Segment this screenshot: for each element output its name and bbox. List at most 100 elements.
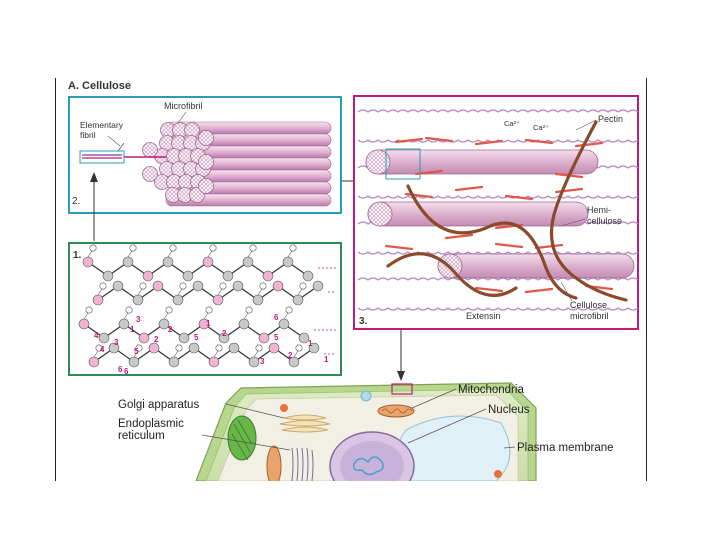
hydrogen-atom	[296, 345, 302, 351]
oxygen-atom	[269, 343, 279, 353]
oxygen-atom	[89, 357, 99, 367]
hydrogen-atom	[286, 307, 292, 313]
fibril-end	[199, 179, 214, 194]
carbon-atom	[129, 357, 139, 367]
oxygen-atom	[213, 295, 223, 305]
fibril-end	[143, 167, 158, 182]
oxygen-atom	[263, 271, 273, 281]
mitochondrion	[378, 405, 414, 417]
carbon-number: 1	[324, 355, 329, 364]
label-cellulose-microfibril-2: microfibril	[570, 311, 609, 321]
hydrogen-atom	[256, 345, 262, 351]
carbon-atom	[163, 257, 173, 267]
label-microfibril: Microfibril	[164, 101, 203, 111]
oxygen-atom	[139, 333, 149, 343]
panel-3-cell-wall: Ca²⁺ Ca²⁺ Pectin Hemi- cellulose Extensi…	[354, 96, 638, 329]
carbon-number: 2	[154, 335, 159, 344]
carbon-atom	[293, 295, 303, 305]
carbon-atom	[183, 271, 193, 281]
label-mitochondria: Mitochondria	[458, 384, 524, 396]
microfibril-end	[368, 202, 392, 226]
oxygen-atom	[93, 295, 103, 305]
label-er-1: Endoplasmic	[118, 418, 184, 430]
elementary-fibril-box	[80, 151, 124, 163]
carbon-number: 6	[274, 313, 279, 322]
panel-2-number: 2.	[72, 196, 80, 207]
oxygen-atom	[259, 333, 269, 343]
carbon-atom	[249, 357, 259, 367]
label-hemicellulose-1: Hemi-	[587, 205, 611, 215]
label-cellulose-microfibril-1: Cellulose	[570, 300, 607, 310]
oxygen-atom	[79, 319, 89, 329]
oxygen-atom	[143, 271, 153, 281]
label-golgi: Golgi apparatus	[118, 399, 199, 411]
carbon-atom	[119, 319, 129, 329]
label-ca-1: Ca²⁺	[504, 119, 520, 128]
carbon-number: 2	[288, 351, 293, 360]
panel-2-microfibril: Microfibril Elementary fibril 2.	[69, 97, 341, 213]
carbon-number: 3	[114, 338, 119, 347]
oxygen-atom	[209, 357, 219, 367]
golgi-apparatus	[280, 415, 330, 432]
carbon-atom	[233, 281, 243, 291]
fibril-end	[199, 131, 214, 146]
hydrogen-atom	[206, 307, 212, 313]
hydrogen-atom	[100, 283, 106, 289]
carbon-atom	[123, 257, 133, 267]
carbon-atom	[193, 281, 203, 291]
carbon-number: 4	[100, 345, 105, 354]
carbon-atom	[283, 257, 293, 267]
panel-3-number: 3.	[359, 316, 368, 327]
carbon-atom	[133, 295, 143, 305]
panel-1-cellulose-chains: 1. 4613253162534562121	[69, 243, 341, 376]
carbon-number: 5	[274, 333, 279, 342]
carbon-atom	[173, 295, 183, 305]
carbon-number: 6	[118, 365, 123, 374]
carbon-number: 6	[124, 367, 129, 376]
hydrogen-atom	[140, 283, 146, 289]
oxygen-atom	[203, 257, 213, 267]
label-extensin: Extensin	[466, 311, 501, 321]
carbon-number: 4	[94, 331, 99, 340]
hydrogen-atom	[300, 283, 306, 289]
carbon-atom	[223, 271, 233, 281]
label-ca-2: Ca²⁺	[533, 123, 549, 132]
carbon-number: 3	[260, 357, 265, 366]
oxygen-atom	[83, 257, 93, 267]
cellulose-figure: A. Cellulose Microfibril Elementary fibr…	[56, 78, 646, 481]
figure-frame: A. Cellulose Microfibril Elementary fibr…	[55, 78, 647, 481]
hydrogen-atom	[90, 245, 96, 251]
label-nucleus: Nucleus	[488, 404, 530, 416]
carbon-number: 1	[206, 319, 211, 328]
carbon-atom	[313, 281, 323, 291]
oxygen-atom	[153, 281, 163, 291]
hydrogen-atom	[126, 307, 132, 313]
hydrogen-atom	[250, 245, 256, 251]
carbon-atom	[303, 271, 313, 281]
hydrogen-atom	[246, 307, 252, 313]
carbon-number: 3	[136, 315, 141, 324]
hydrogen-atom	[130, 245, 136, 251]
label-elementary-fibril-2: fibril	[80, 130, 96, 140]
carbon-atom	[189, 343, 199, 353]
oxygen-atom	[273, 281, 283, 291]
carbon-atom	[99, 333, 109, 343]
label-pectin: Pectin	[598, 114, 623, 124]
carbon-atom	[179, 333, 189, 343]
hydrogen-atom	[166, 307, 172, 313]
panel-1-number: 1.	[73, 250, 82, 261]
hydrogen-atom	[290, 245, 296, 251]
carbon-atom	[239, 319, 249, 329]
figure-title: A. Cellulose	[68, 80, 131, 92]
arrow-3-to-cell	[397, 330, 405, 381]
label-hemicellulose-2: cellulose	[587, 216, 622, 226]
carbon-number: 1	[308, 339, 313, 348]
hydrogen-atom	[180, 283, 186, 289]
label-elementary-fibril-1: Elementary	[80, 120, 124, 130]
hydrogen-atom	[260, 283, 266, 289]
hydrogen-atom	[210, 245, 216, 251]
hydrogen-atom	[86, 307, 92, 313]
plant-cell	[196, 383, 536, 481]
carbon-number: 1	[130, 325, 135, 334]
label-er-2: reticulum	[118, 430, 165, 442]
